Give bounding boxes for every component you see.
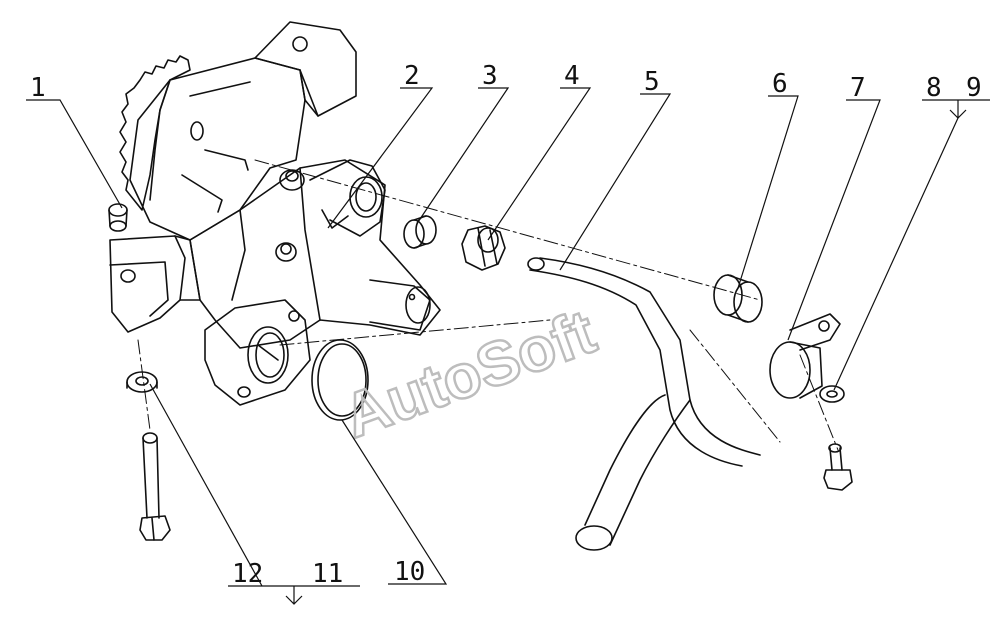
callout-7: 7: [850, 73, 866, 103]
callout-3: 3: [482, 61, 498, 91]
washer-small: [819, 385, 845, 403]
mounting-bolt: [139, 432, 171, 541]
callout-10: 10: [394, 557, 425, 587]
center-lines: [137, 159, 839, 451]
callout-labels: 1 2 3 4 5 6 7 8 9 10 11 12: [30, 61, 982, 589]
callout-11: 11: [312, 559, 343, 589]
callout-leaders: [26, 87, 990, 605]
suction-pipe: [527, 257, 761, 551]
seal-ring: [403, 215, 437, 249]
fitting-nut: [461, 225, 506, 271]
callout-8: 8: [926, 73, 942, 103]
pump-body: [109, 21, 441, 406]
callout-4: 4: [564, 61, 580, 91]
clamp-bolt: [823, 443, 853, 491]
dowel-pin: [108, 203, 128, 232]
callout-9: 9: [966, 73, 982, 103]
callout-2: 2: [404, 61, 420, 91]
o-ring: [311, 339, 369, 421]
callout-6: 6: [772, 69, 788, 99]
callout-5: 5: [644, 67, 660, 97]
callout-12: 12: [232, 559, 263, 589]
watermark-text: AutoSoft: [335, 297, 605, 451]
callout-1: 1: [30, 73, 46, 103]
pipe-clamp: [769, 313, 841, 399]
